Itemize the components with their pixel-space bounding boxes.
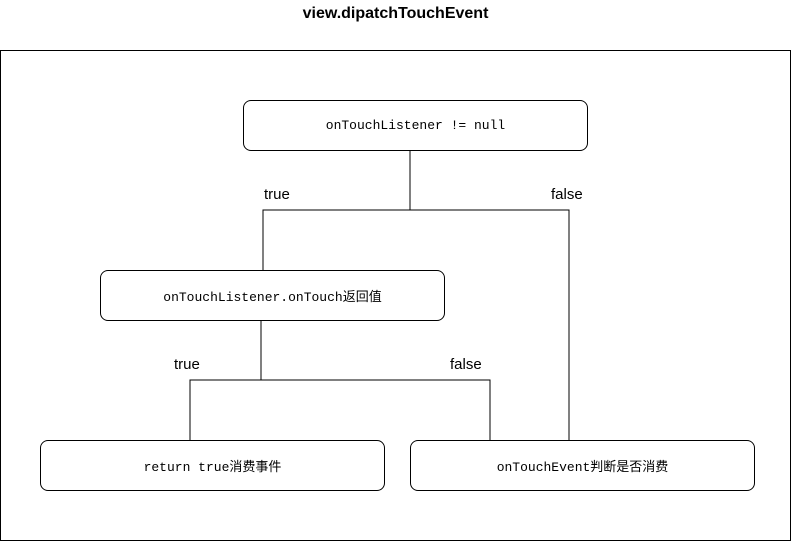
edge-label-ontouch-false: false — [450, 356, 482, 373]
edge-label-ontouch-true: true — [174, 356, 200, 373]
edge-check-true — [262, 209, 410, 270]
edge-ontouch-true — [189, 379, 261, 440]
diagram-title: view.dipatchTouchEvent — [302, 5, 489, 22]
edge-label-listener-true: true — [264, 186, 290, 203]
node-on-touch-event: onTouchEvent判断是否消费 — [410, 440, 755, 491]
edge-check-false — [410, 209, 570, 440]
node-check-listener: onTouchListener != null — [243, 100, 588, 151]
node-return-true: return true消费事件 — [40, 440, 385, 491]
edge-ontouch-false — [261, 379, 491, 440]
node-listener-ontouch: onTouchListener.onTouch返回值 — [100, 270, 445, 321]
edge-label-listener-false: false — [551, 186, 583, 203]
